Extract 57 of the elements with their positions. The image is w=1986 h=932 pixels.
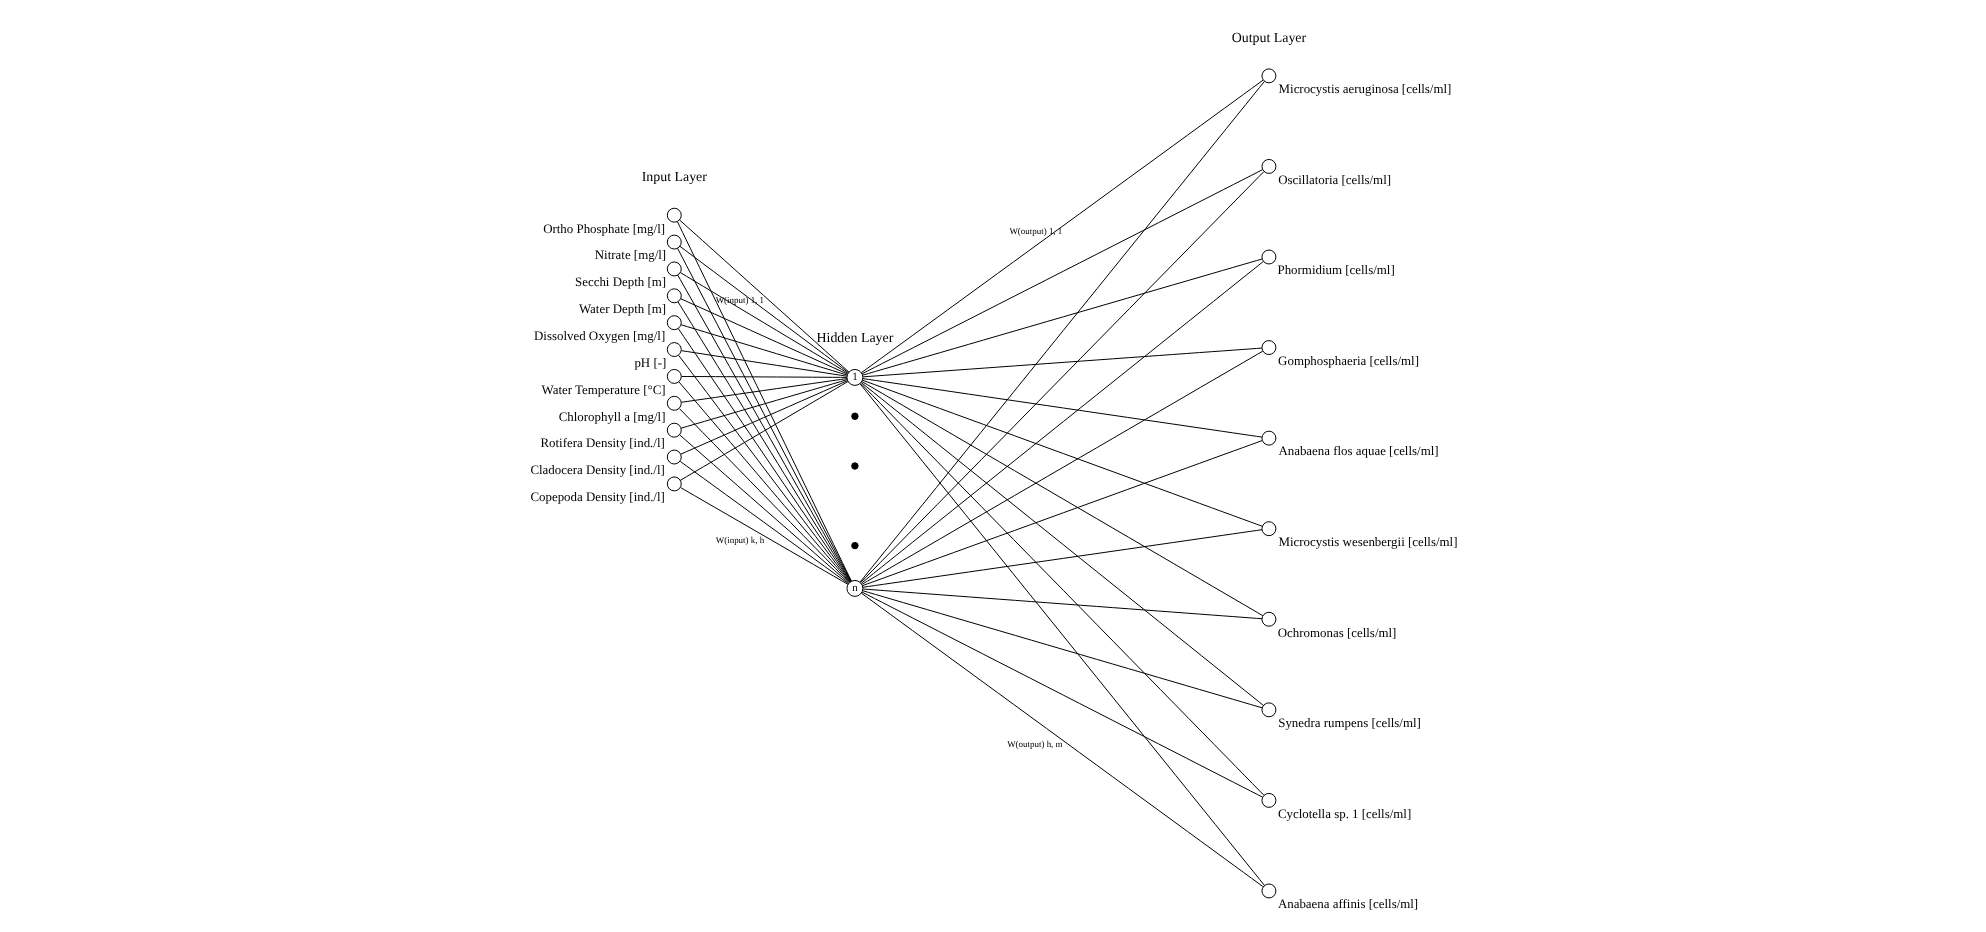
- connector: [860, 379, 1262, 527]
- connector: [678, 245, 848, 373]
- node-dot: [850, 462, 858, 470]
- node-circle: [665, 342, 681, 357]
- node-circle: [1260, 702, 1276, 718]
- node-circle: [1260, 521, 1276, 537]
- connector: [860, 591, 1262, 798]
- connector: [678, 219, 849, 373]
- node-circle: [665, 449, 681, 465]
- node-circle: [665, 207, 681, 223]
- node-circle: [665, 368, 681, 384]
- connector: [679, 324, 847, 376]
- connector: [859, 79, 1263, 374]
- connector: [861, 378, 1262, 438]
- node-circle: [665, 261, 681, 277]
- connector: [679, 380, 848, 455]
- connector: [680, 375, 847, 378]
- connector: [861, 590, 1262, 709]
- node-circle: [665, 476, 681, 492]
- node-circle: [665, 288, 681, 304]
- connector: [678, 381, 848, 481]
- connector: [680, 378, 847, 403]
- connector: [861, 258, 1262, 376]
- node-circle: [1260, 883, 1276, 899]
- node-circle: [1260, 792, 1276, 808]
- connector: [678, 272, 848, 374]
- connector: [679, 379, 847, 429]
- connector: [859, 171, 1264, 583]
- connector: [860, 169, 1262, 375]
- connector: [679, 298, 848, 375]
- node-circle: [665, 315, 681, 331]
- connector: [860, 381, 1263, 617]
- node-circle: [1260, 430, 1276, 446]
- connector: [860, 440, 1262, 587]
- node-circle: [665, 422, 681, 438]
- connector: [861, 529, 1262, 588]
- node-dot: [850, 541, 858, 550]
- connector: [680, 350, 847, 377]
- connector: [859, 261, 1263, 584]
- connector: [861, 347, 1262, 378]
- node-circle: [1260, 611, 1276, 627]
- node-circle: [1260, 158, 1276, 174]
- node-circle: [1260, 249, 1276, 265]
- connector: [860, 350, 1263, 585]
- connector: [858, 81, 1264, 583]
- node-circle: [665, 395, 681, 411]
- connector: [858, 383, 1264, 886]
- connector: [859, 592, 1263, 888]
- connector: [679, 487, 848, 585]
- node-circle: [1260, 340, 1276, 356]
- connector: [859, 382, 1264, 796]
- node-circle: [1260, 68, 1276, 84]
- connector: [861, 588, 1262, 620]
- node-circle: [665, 234, 681, 250]
- connector: [678, 460, 848, 585]
- node-dot: [850, 412, 858, 420]
- connector: [859, 382, 1263, 706]
